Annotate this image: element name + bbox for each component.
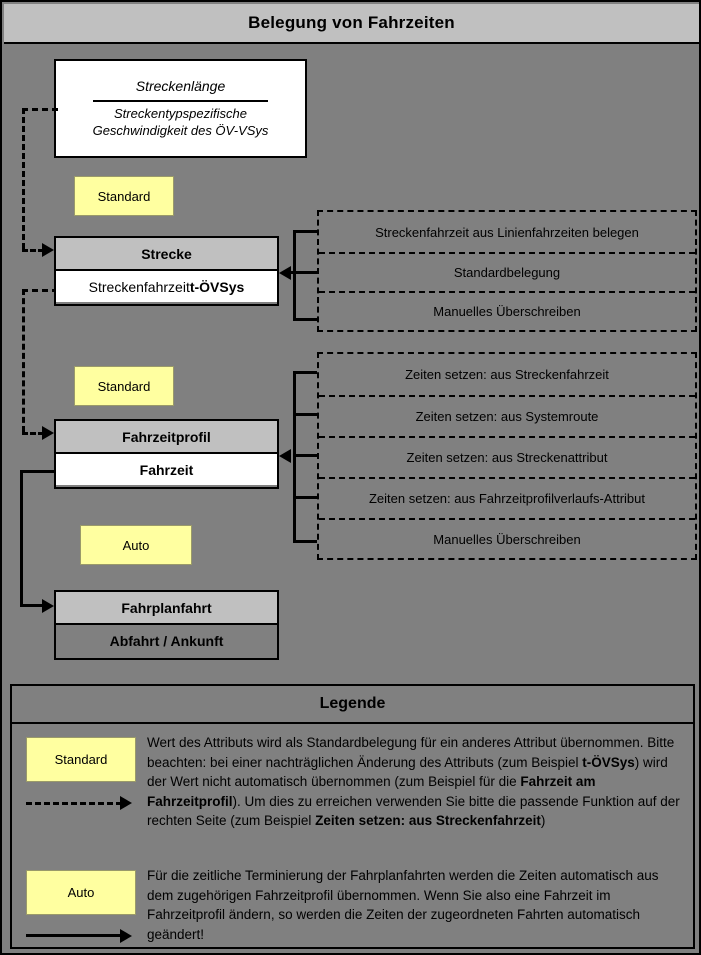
chip-standard-strecke: Standard	[74, 176, 174, 216]
bracket2-branch-5	[293, 540, 317, 543]
legend-title: Legende	[12, 686, 693, 724]
legend-entry-auto: Auto Für die zeitliche Terminierung der …	[12, 864, 693, 949]
legend-dashed-arrow-head	[120, 796, 132, 810]
arrow-options1-to-strecke	[279, 266, 291, 280]
legend-dashed-arrow-line	[26, 802, 122, 805]
dashed-connector-tovsys-top	[22, 289, 58, 292]
bracket2-branch-2	[293, 413, 317, 416]
legend-standard-part4: )	[540, 813, 546, 829]
chip-standard-fahrzeitprofil: Standard	[74, 366, 174, 406]
formula-box: Streckenlänge Streckentypspezifische Ges…	[54, 59, 307, 158]
option-item[interactable]: Standardbelegung	[319, 252, 695, 291]
formula-fraction-bar	[93, 100, 268, 103]
formula-numerator: Streckenlänge	[135, 78, 226, 95]
option-item[interactable]: Manuelles Überschreiben	[319, 291, 695, 330]
legend-standard-bold1: t-ÖVSys	[582, 754, 635, 770]
dashed-connector-formula-top	[22, 108, 58, 111]
option-group-strecke: Streckenfahrzeit aus Linienfahrzeiten be…	[317, 210, 697, 332]
legend-text-auto: Für die zeitliche Terminierung der Fahrp…	[147, 868, 659, 942]
bracket2-branch-4	[293, 496, 317, 499]
option-item[interactable]: Zeiten setzen: aus Streckenattribut	[319, 436, 695, 477]
page-title: Belegung von Fahrzeiten	[248, 13, 455, 32]
page-title-bar: Belegung von Fahrzeiten	[4, 4, 699, 44]
legend-text-standard: Wert des Attributs wird als Standardbele…	[147, 733, 682, 831]
legend-chip-standard: Standard	[26, 737, 136, 782]
entity-fahrplanfahrt-header: Fahrplanfahrt	[56, 592, 277, 625]
dashed-connector-formula-bottom	[22, 249, 44, 252]
arrow-fahrzeit-to-fahrplanfahrt	[42, 599, 54, 613]
legend-entry-standard: Standard Wert des Attributs wird als Sta…	[12, 724, 693, 864]
entity-fahrzeitprofil-attribute: Fahrzeit	[56, 454, 277, 485]
bracket2-branch-3	[293, 454, 317, 457]
legend-standard-bold3: Zeiten setzen: aus Streckenfahrzeit	[315, 813, 541, 829]
legend-standard-bold2: Fahrzeit am Fahrzeitprofil	[147, 774, 596, 809]
legend-chip-auto: Auto	[26, 870, 136, 915]
bracket1-branch-top	[293, 230, 317, 233]
bracket1-branch-bottom	[293, 318, 317, 321]
option-item[interactable]: Manuelles Überschreiben	[319, 518, 695, 558]
option-item[interactable]: Zeiten setzen: aus Fahrzeitprofilverlauf…	[319, 477, 695, 518]
entity-fahrzeitprofil-attribute-label: Fahrzeit	[139, 461, 194, 478]
entity-strecke-attribute-label: Streckenfahrzeit	[88, 278, 190, 295]
option-item[interactable]: Streckenfahrzeit aus Linienfahrzeiten be…	[375, 224, 639, 240]
bracket2-vertical	[293, 371, 296, 543]
bracket1-branch-mid	[293, 271, 317, 274]
formula-denominator-line1: Streckentypspezifische	[114, 106, 247, 122]
solid-connector-fahrzeit-top	[20, 470, 57, 473]
legend-panel: Legende Standard Wert des Attributs wird…	[10, 684, 695, 949]
legend-standard-part3: ). Um dies zu erreichen verwenden Sie bi…	[147, 793, 680, 829]
arrow-tovsys-to-fahrzeitprofil	[42, 426, 54, 440]
entity-strecke-header: Strecke	[56, 238, 277, 271]
bracket2-branch-1	[293, 371, 317, 374]
solid-connector-fahrzeit-bottom	[20, 604, 44, 607]
legend-solid-arrow-line	[26, 934, 124, 937]
formula-denominator: Streckentypspezifische Geschwindigkeit d…	[93, 106, 269, 139]
entity-strecke-attribute: Streckenfahrzeit t-ÖVSys	[56, 271, 277, 302]
dashed-connector-formula-vertical	[22, 108, 25, 249]
legend-solid-arrow-head	[120, 929, 132, 943]
bracket1-to-entity	[290, 271, 293, 274]
option-item[interactable]: Zeiten setzen: aus Systemroute	[319, 395, 695, 436]
entity-strecke-attribute-bold: t-ÖVSys	[189, 278, 245, 295]
solid-connector-fahrzeit-vertical	[20, 470, 23, 607]
entity-fahrzeitprofil-header: Fahrzeitprofil	[56, 421, 277, 454]
arrow-formula-to-strecke	[42, 243, 54, 257]
bracket1-vertical	[293, 230, 296, 321]
option-group-fahrzeitprofil: Zeiten setzen: aus Streckenfahrzeit Zeit…	[317, 352, 697, 560]
chip-auto-fahrplanfahrt: Auto	[80, 525, 192, 565]
entity-strecke: Strecke Streckenfahrzeit t-ÖVSys	[54, 236, 279, 306]
legend-standard-part2: ) wird der Wert nicht automatisch überno…	[147, 754, 668, 790]
formula-denominator-line2: Geschwindigkeit des ÖV-VSys	[92, 122, 269, 138]
entity-fahrzeitprofil: Fahrzeitprofil Fahrzeit	[54, 419, 279, 489]
legend-standard-part1: Wert des Attributs wird als Standardbele…	[147, 735, 675, 770]
option-item[interactable]: Zeiten setzen: aus Streckenfahrzeit	[405, 367, 609, 382]
dashed-connector-tovsys-bottom	[22, 432, 44, 435]
entity-fahrplanfahrt: Fahrplanfahrt Abfahrt / Ankunft	[54, 590, 279, 660]
entity-fahrplanfahrt-attribute: Abfahrt / Ankunft	[56, 625, 277, 656]
arrow-options2-to-fahrzeitprofil	[279, 449, 291, 463]
bracket1-stem	[290, 271, 296, 274]
dashed-connector-tovsys-vertical	[22, 289, 25, 432]
